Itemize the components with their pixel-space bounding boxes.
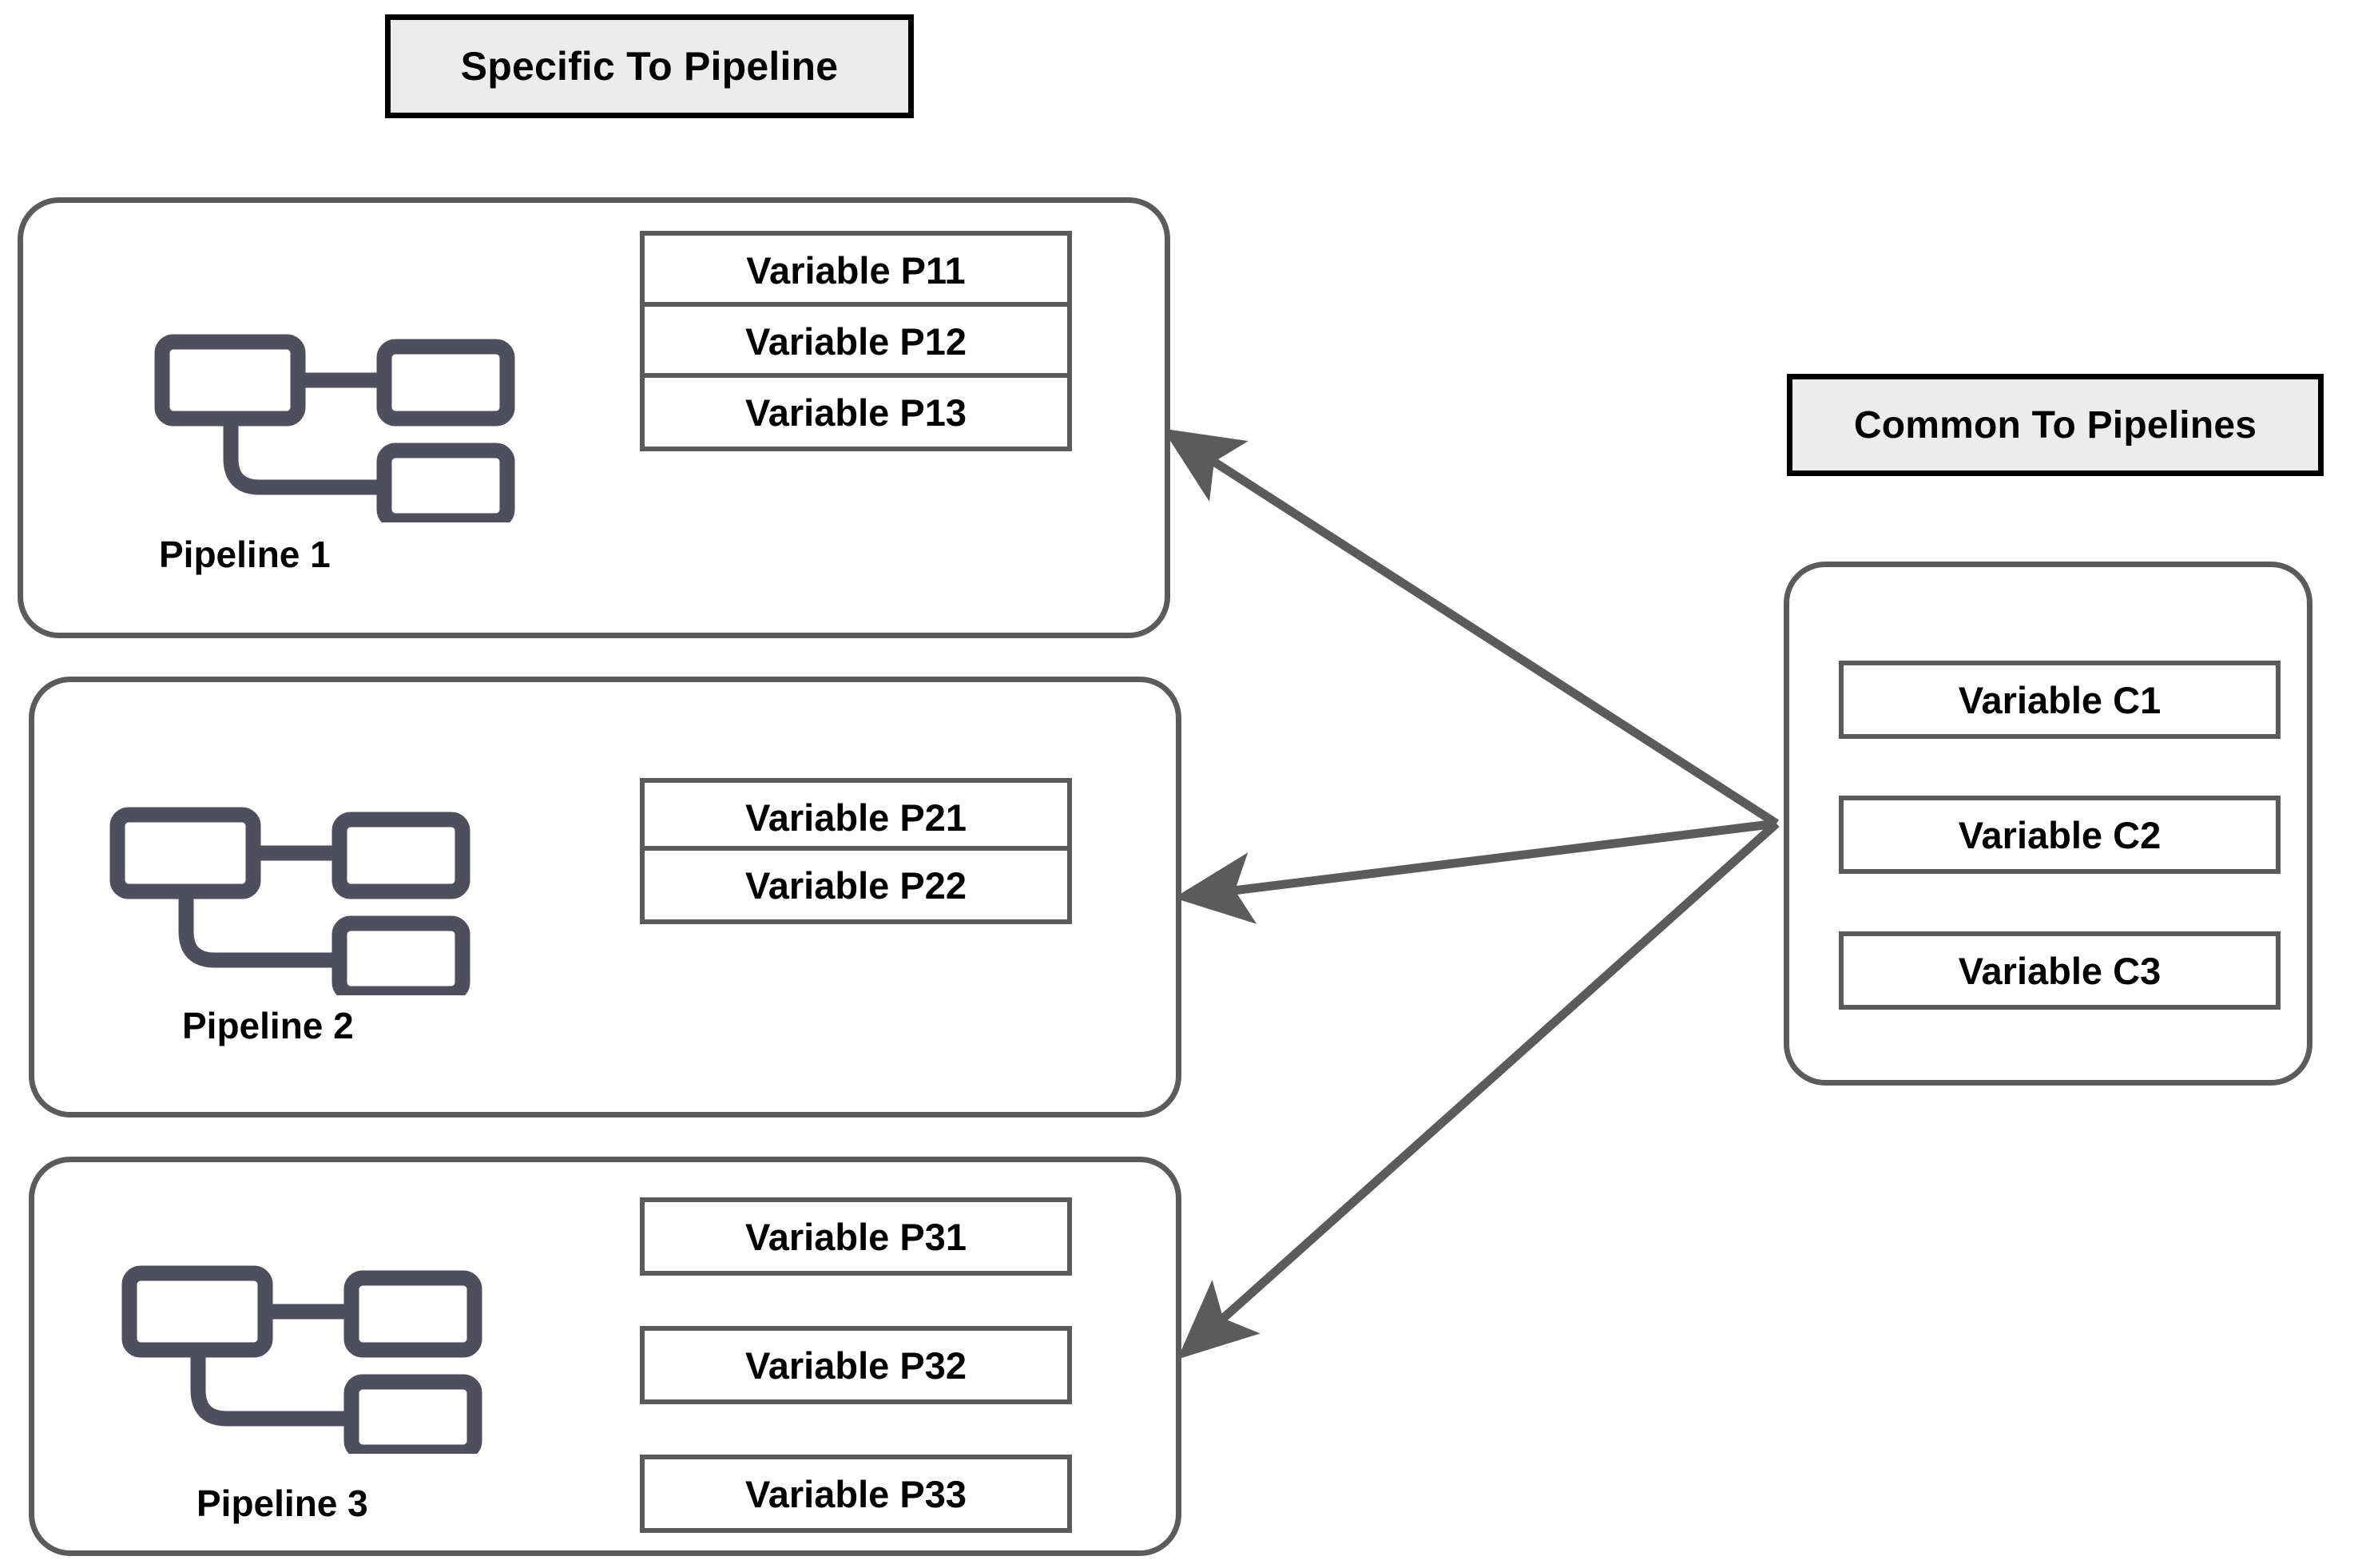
pipeline-flow-icon <box>109 807 470 995</box>
section-header-specific-to-pipeline: Specific To Pipeline <box>385 14 914 118</box>
variable-box-p12[interactable]: Variable P12 <box>640 302 1072 380</box>
variable-box-p32[interactable]: Variable P32 <box>640 1326 1072 1404</box>
variable-box-c2[interactable]: Variable C2 <box>1839 796 2281 874</box>
pipeline-label-2: Pipeline 2 <box>182 1005 354 1046</box>
variable-box-p13[interactable]: Variable P13 <box>640 373 1072 451</box>
variable-box-p33[interactable]: Variable P33 <box>640 1455 1072 1533</box>
arrow-common-to-pipeline-3 <box>1177 820 1780 1360</box>
variable-box-p31[interactable]: Variable P31 <box>640 1197 1072 1276</box>
arrow-common-to-pipeline-2 <box>1173 819 1777 924</box>
variable-box-c3[interactable]: Variable C3 <box>1839 931 2281 1010</box>
variable-box-p22[interactable]: Variable P22 <box>640 846 1072 924</box>
section-header-common-to-pipelines: Common To Pipelines <box>1787 374 2324 476</box>
pipeline-label-1: Pipeline 1 <box>159 534 331 575</box>
pipeline-group-1[interactable]: Pipeline 1 Variable P11 Variable P12 Var… <box>18 197 1170 638</box>
pipeline-group-2[interactable]: Pipeline 2 Variable P21 Variable P22 <box>29 677 1181 1117</box>
pipeline-flow-icon <box>154 334 515 522</box>
variable-box-p21[interactable]: Variable P21 <box>640 778 1072 856</box>
common-variables-group[interactable]: Variable C1 Variable C2 Variable C3 <box>1784 562 2312 1086</box>
arrow-common-to-pipeline-1 <box>1162 428 1779 828</box>
pipeline-label-3: Pipeline 3 <box>197 1483 368 1524</box>
pipeline-flow-icon <box>121 1265 482 1454</box>
variable-box-p11[interactable]: Variable P11 <box>640 231 1072 309</box>
pipeline-group-3[interactable]: Pipeline 3 Variable P31 Variable P32 Var… <box>29 1157 1181 1556</box>
variable-box-c1[interactable]: Variable C1 <box>1839 661 2281 739</box>
